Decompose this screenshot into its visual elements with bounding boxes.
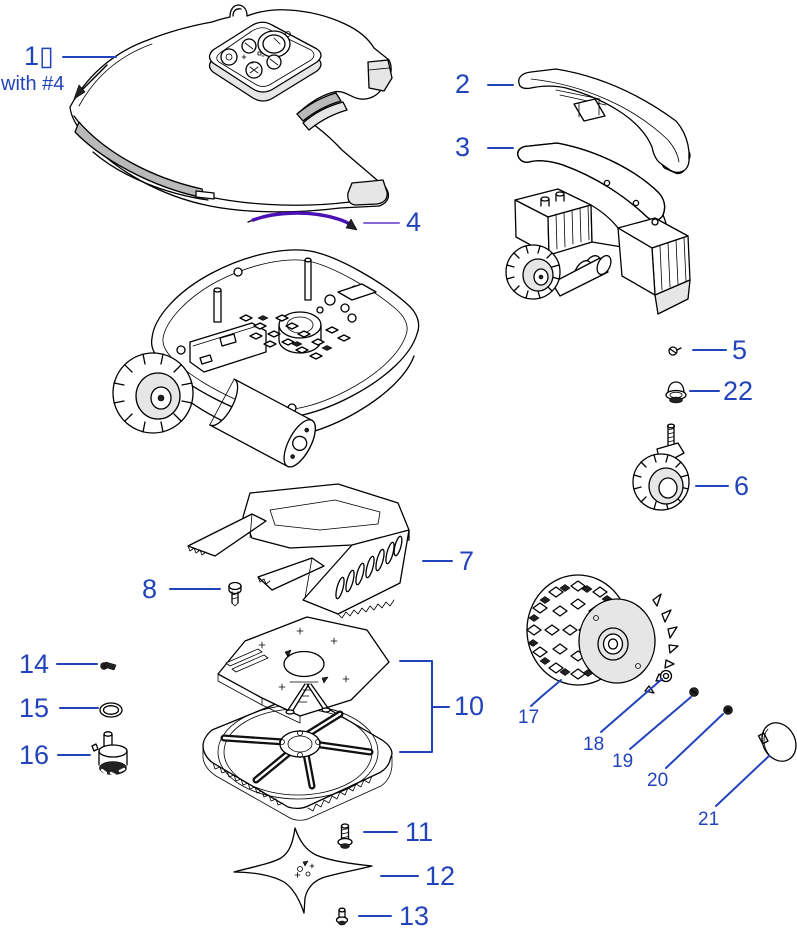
part-label-3: 3	[455, 132, 471, 162]
part-18-washer	[659, 669, 673, 683]
part-4-cable	[247, 211, 358, 231]
part-label-4: 4	[406, 207, 422, 237]
part-label-22: 22	[723, 376, 754, 406]
part-22-cap-nut	[665, 381, 687, 404]
part-label-2: 2	[455, 69, 471, 99]
part-2-bumper-cover	[518, 68, 691, 175]
part-7-inner-cover	[187, 483, 410, 619]
part-label-16: 16	[19, 740, 50, 770]
part-15-o-ring	[99, 702, 123, 718]
main-chassis	[112, 249, 420, 468]
part-label-19: 19	[612, 751, 634, 772]
part-label-6: 6	[734, 471, 750, 501]
part-label-21: 21	[698, 809, 720, 830]
part-16-spindle	[91, 731, 128, 777]
bumper-body-assembly	[505, 188, 691, 315]
part-10-blade-disc-assembly	[202, 616, 393, 821]
part-19-nut	[689, 687, 699, 697]
part-21-hub-cap	[757, 722, 797, 762]
part-6-caster-wheel	[632, 423, 690, 511]
part-label-7: 7	[459, 546, 475, 576]
part-label-12: 12	[425, 861, 456, 891]
part-13-screw	[335, 907, 349, 926]
part-8-screw	[228, 581, 242, 607]
part-label-15: 15	[19, 693, 50, 723]
part-label-1: 1▯	[24, 41, 54, 71]
part-11-screw	[337, 823, 353, 849]
part-label-17: 17	[518, 707, 540, 728]
part-label-20: 20	[647, 770, 669, 791]
part-label-5: 5	[732, 335, 748, 365]
part-12-star-blade	[233, 827, 373, 914]
part-17-drive-wheel	[526, 574, 679, 694]
part-20-nut	[723, 705, 733, 715]
part-1-top-cover	[69, 4, 393, 213]
part-14-screw	[100, 661, 117, 671]
part-label-11: 11	[405, 817, 434, 847]
label-1-arrow	[73, 64, 108, 100]
part-label-18: 18	[583, 734, 605, 755]
part-label-1-note: with #4	[1, 73, 65, 95]
part-label-10: 10	[454, 691, 485, 721]
part-label-14: 14	[19, 649, 50, 679]
part-label-13: 13	[399, 901, 430, 931]
part-5-screw	[668, 346, 682, 356]
leader-lines	[56, 56, 770, 917]
part-label-8: 8	[142, 574, 158, 604]
